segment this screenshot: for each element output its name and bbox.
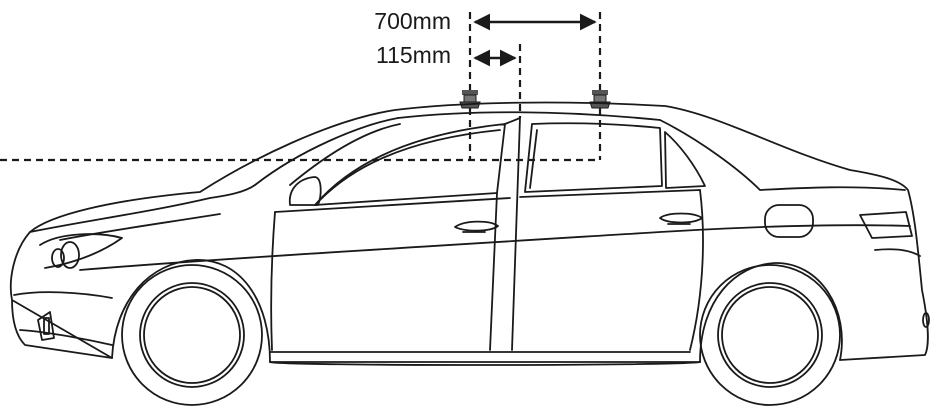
quarter-window bbox=[664, 131, 706, 189]
rear-wheel bbox=[699, 264, 841, 406]
dimension-label-700mm: 700mm bbox=[374, 8, 451, 34]
rear-door-handle bbox=[659, 212, 703, 224]
dimension-lines bbox=[0, 12, 602, 162]
rear-wheel-arch bbox=[699, 262, 843, 363]
front-door-handle bbox=[454, 220, 499, 232]
car-outline bbox=[9, 101, 930, 366]
headlight bbox=[60, 241, 80, 269]
dimension-arrows bbox=[473, 13, 597, 67]
front-wheel-arch bbox=[111, 259, 271, 363]
front-wheel bbox=[121, 264, 263, 406]
front-window bbox=[314, 123, 506, 206]
dimension-label-115mm: 115mm bbox=[376, 42, 451, 68]
side-mirror bbox=[288, 176, 322, 206]
fuel-cap bbox=[764, 204, 814, 238]
roof-mount-rear bbox=[589, 90, 611, 109]
rear-window bbox=[524, 122, 663, 193]
car-body-silhouette bbox=[9, 101, 929, 363]
